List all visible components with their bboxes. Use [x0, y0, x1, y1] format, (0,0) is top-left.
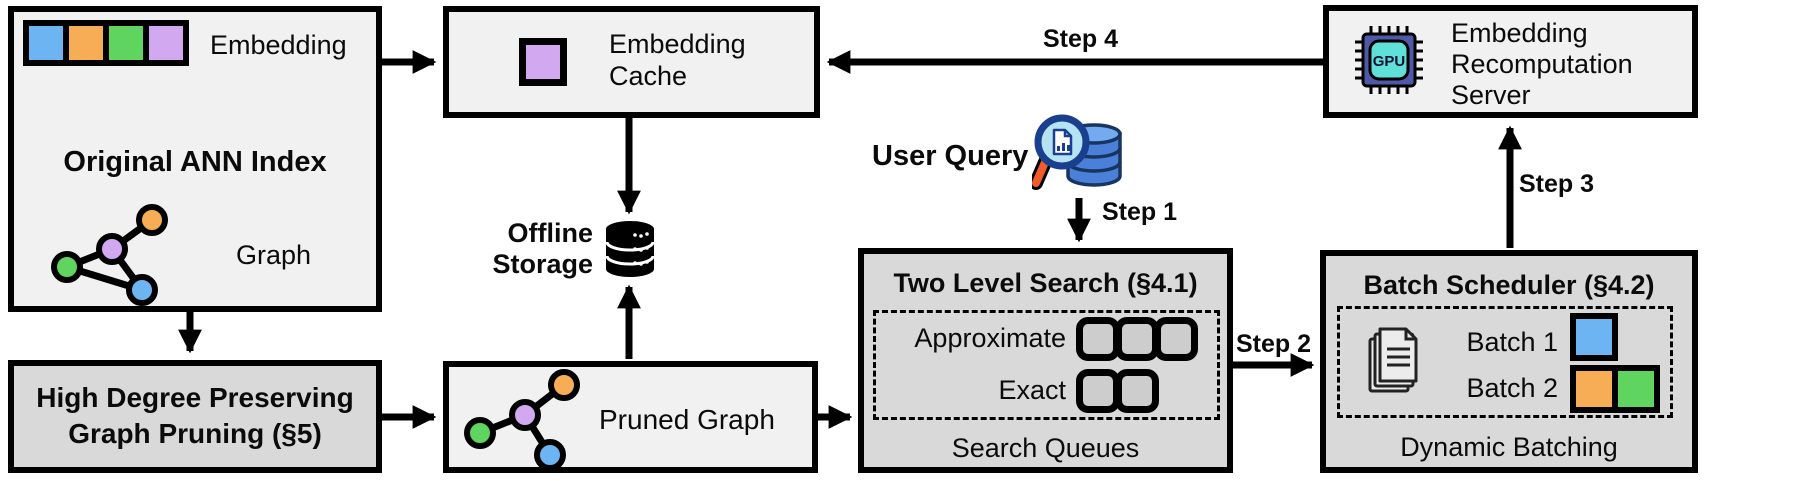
user-query-icon	[1032, 114, 1122, 190]
embedding-cache-label: Embedding Cache	[609, 29, 746, 91]
embedding-label: Embedding	[210, 30, 347, 60]
batch2-label: Batch 2	[1466, 373, 1558, 403]
user-query-label: User Query	[872, 140, 1029, 172]
original-ann-index-title: Original ANN Index	[63, 146, 327, 178]
embedding-cell-purple	[143, 20, 189, 66]
batch-scheduler-box: Batch Scheduler (§4.2) Batch 1 Batch 2 D…	[1320, 250, 1698, 473]
gpu-chip-label: GPU	[1373, 53, 1406, 70]
batch1-query-blue	[1570, 313, 1618, 361]
two-level-search-title: Two Level Search (§4.1)	[893, 268, 1198, 298]
embedding-cell-green	[103, 20, 149, 66]
magnifier-icon	[1032, 114, 1090, 190]
recomputation-server-label: Embedding Recomputation Server	[1451, 18, 1633, 110]
queue-slot	[1115, 317, 1159, 361]
cached-embedding-icon	[519, 38, 567, 86]
documents-icon	[1368, 327, 1418, 393]
step2-label: Step 2	[1236, 330, 1312, 358]
gpu-chip-icon: GPU	[1355, 26, 1423, 94]
batch2-query-green	[1612, 365, 1660, 413]
batch-scheduler-title: Batch Scheduler (§4.2)	[1363, 270, 1655, 300]
approximate-queue-icons	[1076, 317, 1198, 361]
two-level-search-box: Two Level Search (§4.1) Approximate Exac…	[858, 248, 1233, 473]
batch1-icons	[1570, 313, 1618, 361]
step3-label: Step 3	[1519, 170, 1595, 198]
graph-pruning-box: High Degree Preserving Graph Pruning (§5…	[8, 360, 382, 473]
queue-slot	[1115, 369, 1159, 413]
batch2-icons	[1570, 365, 1660, 413]
approximate-label: Approximate	[914, 323, 1066, 353]
search-queues-caption: Search Queues	[951, 433, 1140, 463]
embedding-cache-box: Embedding Cache	[443, 6, 820, 118]
dynamic-batching-panel: Batch 1 Batch 2	[1337, 306, 1673, 418]
pruned-graph-box: Pruned Graph	[443, 361, 818, 473]
queue-slot	[1076, 369, 1120, 413]
exact-label: Exact	[998, 375, 1066, 405]
step1-label: Step 1	[1102, 198, 1178, 226]
dynamic-batching-caption: Dynamic Batching	[1400, 432, 1618, 462]
exact-queue-icons	[1076, 369, 1159, 413]
batch1-label: Batch 1	[1466, 327, 1558, 357]
graph-icon	[51, 204, 168, 306]
original-ann-index-box: Embedding Original ANN Index Graph	[8, 6, 382, 312]
graph-pruning-title-line2: Graph Pruning (§5)	[68, 418, 322, 449]
queue-slot	[1154, 317, 1198, 361]
embedding-vector-icon	[23, 20, 189, 66]
graph-label: Graph	[236, 240, 312, 270]
batch2-query-orange	[1570, 365, 1618, 413]
graph-pruning-title-line1: High Degree Preserving	[36, 382, 354, 413]
search-queues-panel: Approximate Exact	[873, 310, 1220, 420]
recomputation-server-box: GPU Embedding Recomputation Server	[1323, 5, 1698, 118]
step4-label: Step 4	[1043, 25, 1119, 53]
queue-slot	[1076, 317, 1120, 361]
offline-storage-label: Offline Storage	[492, 218, 593, 279]
pruned-graph-label: Pruned Graph	[599, 404, 775, 435]
pruned-graph-icon	[464, 369, 580, 471]
database-icon	[605, 221, 655, 277]
